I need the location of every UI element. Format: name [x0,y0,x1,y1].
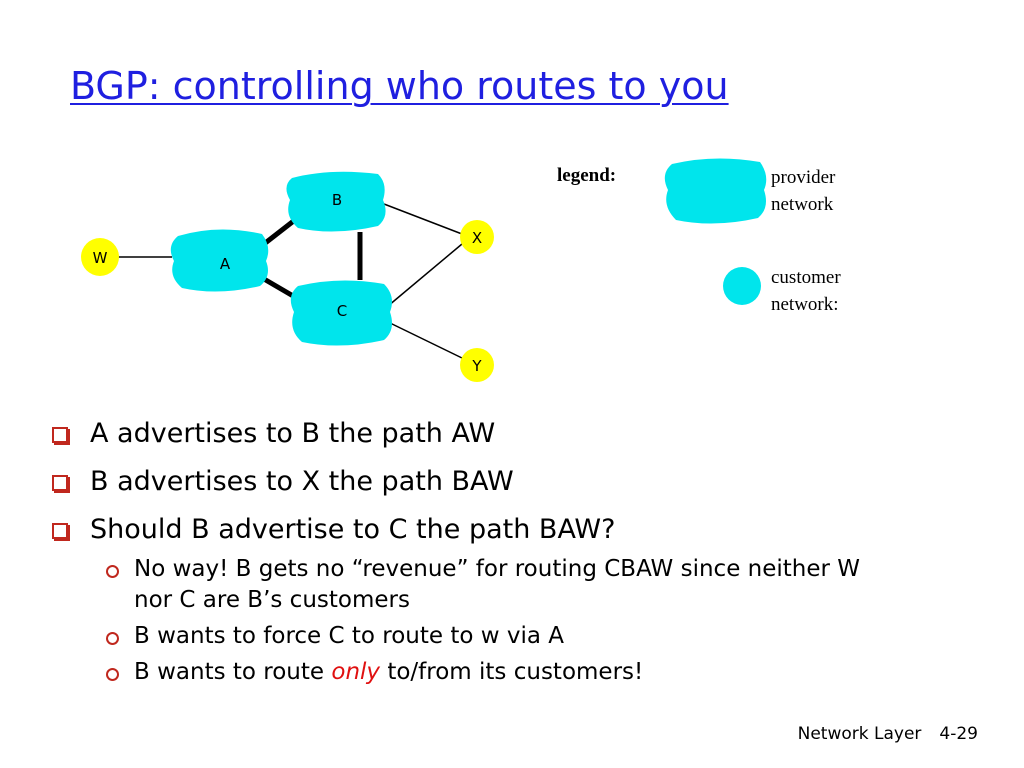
provider-cloud-b [286,171,386,232]
link-c-x [387,243,463,307]
footer-page-number: 4-29 [939,724,978,744]
sub-bullet-text: No way! B gets no “revenue” for routing … [134,556,861,613]
provider-cloud-c [290,280,392,346]
legend-customer-label-line1: customer [771,267,841,288]
network-diagram: B A C W X Y legend: provider network cus… [81,158,841,382]
legend-provider-label-line2: network [771,194,834,215]
slide-title: BGP: controlling who routes to you [70,64,729,108]
link-c-y [387,321,463,359]
node-label-a: A [220,255,231,273]
legend-provider-swatch [664,158,767,224]
link-b-x [383,203,463,235]
bullet-text: B advertises to X the path BAW [90,466,514,497]
legend-customer-swatch [723,267,761,305]
customer-node-w [81,238,119,276]
slide-footer: Network Layer 4-29 [798,724,978,744]
sub-bullet-item: B wants to route only to/from its custom… [100,657,990,688]
checkbox-bullet-icon [52,427,68,443]
sub-bullet-emphasis: only [331,659,381,685]
customer-node-y [460,348,494,382]
checkbox-bullet-icon [52,523,68,539]
legend-provider-label-line1: provider [771,167,836,188]
circle-bullet-icon [106,565,119,578]
bullet-text: Should B advertise to C the path BAW? [90,514,616,545]
sub-bullet-item: B wants to force C to route to w via A [100,621,990,652]
circle-bullet-icon [106,668,119,681]
legend-customer-label-line2: network: [771,294,839,315]
node-label-c: C [337,302,347,320]
circle-bullet-icon [106,632,119,645]
node-label-b: B [332,191,342,209]
customer-node-x [460,220,494,254]
bullet-list: A advertises to B the path AW B advertis… [50,416,990,693]
footer-section: Network Layer [797,724,922,744]
sub-bullet-text-after: to/from its customers! [380,659,644,685]
sub-bullet-text-before: B wants to route [134,659,332,685]
bullet-text: A advertises to B the path AW [90,418,496,449]
checkbox-bullet-icon [52,475,68,491]
node-label-x: X [472,229,482,247]
provider-cloud-a [170,229,269,292]
sub-bullet-text: B wants to force C to route to w via A [134,623,565,649]
legend-title: legend: [557,165,616,186]
node-label-y: Y [471,357,482,375]
bullet-item: Should B advertise to C the path BAW? [50,512,990,548]
sub-bullet-item: No way! B gets no “revenue” for routing … [100,554,894,616]
bullet-item: B advertises to X the path BAW [50,464,990,500]
node-label-w: W [93,249,108,267]
bullet-item: A advertises to B the path AW [50,416,990,452]
